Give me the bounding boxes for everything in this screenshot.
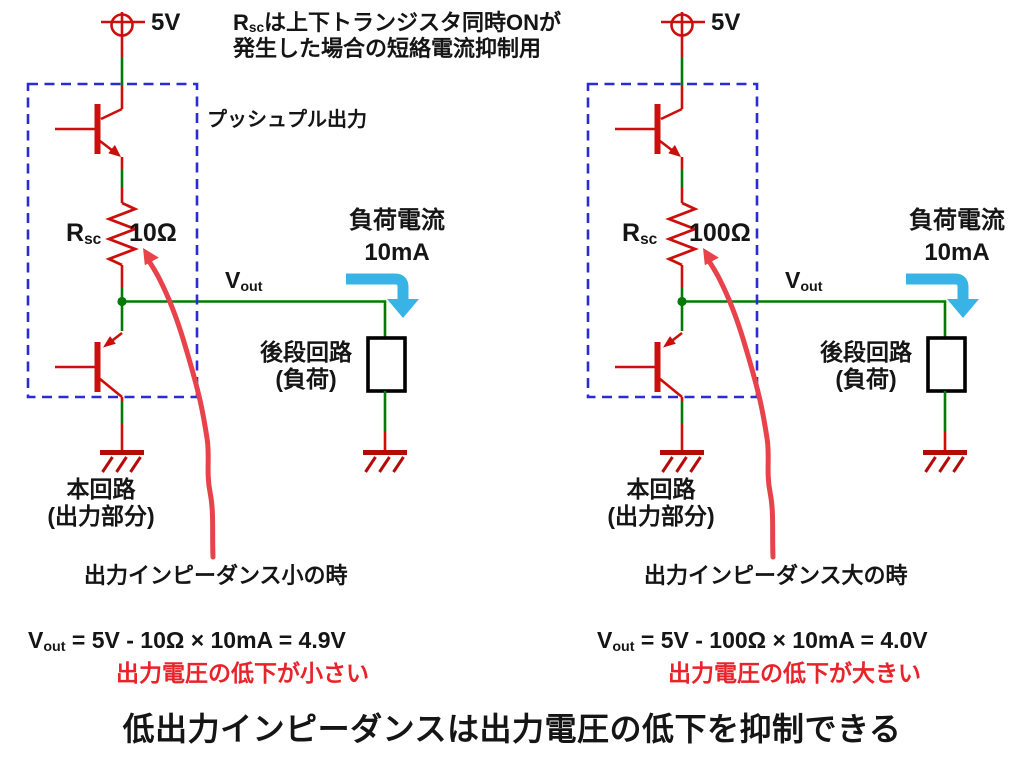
rsc-purpose-note-line2: 発生した場合の短絡電流抑制用 [233, 36, 542, 61]
rsc-label-left: Rsc [66, 219, 101, 248]
r-symbol-subscript: sc [640, 230, 658, 248]
load-box-title: 後段回路 [820, 339, 912, 365]
this-circuit-label-left: 本回路 (出力部分) [36, 476, 166, 530]
load-current-value: 10mA [924, 238, 990, 266]
rsc-note-text: は上下トランジスタ同時ONが [264, 10, 562, 35]
this-circuit-subtitle: (出力部分) [47, 502, 155, 529]
pushpull-output-label: プッシュプル出力 [207, 109, 367, 131]
v-symbol-subscript: out [800, 278, 823, 295]
v-symbol-subscript: out [43, 638, 66, 655]
rsc-value-right: 100Ω [689, 219, 751, 247]
v-symbol-subscript: out [240, 278, 263, 295]
supply-voltage-label-left: 5V [151, 9, 181, 36]
load-box-subtitle: (負荷) [275, 365, 337, 392]
vout-label-right: Vout [785, 267, 823, 295]
load-box-subtitle: (負荷) [835, 365, 897, 392]
v-symbol: V [225, 267, 241, 293]
this-circuit-title: 本回路 [626, 476, 696, 502]
supply-voltage-label-right: 5V [711, 9, 741, 36]
this-circuit-label-right: 本回路 (出力部分) [596, 476, 726, 530]
voltage-drop-caption-left: 出力電圧の低下が小さい [116, 660, 369, 686]
load-box-label-left: 後段回路 (負荷) [250, 339, 362, 393]
vout-formula-left: Vout = 5V - 10Ω × 10mA = 4.9V [28, 627, 346, 655]
load-box-title: 後段回路 [260, 339, 352, 365]
rsc-label-right: Rsc [622, 219, 657, 248]
load-current-title: 負荷電流 [909, 207, 1005, 234]
r-symbol-subscript: sc [84, 230, 102, 248]
impedance-note-left: 出力インピーダンス小の時 [84, 563, 348, 588]
rsc-value-left: 10Ω [129, 219, 177, 247]
load-current-label-right: 負荷電流 10mA [892, 205, 1022, 269]
load-current-value: 10mA [364, 238, 430, 266]
v-symbol: V [597, 627, 613, 653]
vout-formula-right: Vout = 5V - 100Ω × 10mA = 4.0V [597, 627, 928, 655]
conclusion-title: 低出力インピーダンスは出力電圧の低下を抑制できる [122, 711, 902, 747]
load-current-title: 負荷電流 [349, 207, 445, 234]
rsc-purpose-note-line1: Rscは上下トランジスタ同時ONが [233, 10, 561, 35]
this-circuit-subtitle: (出力部分) [607, 502, 715, 529]
rsc-symbol: R [233, 10, 249, 35]
v-symbol: V [785, 267, 801, 293]
load-current-label-left: 負荷電流 10mA [332, 205, 462, 269]
v-symbol: V [28, 627, 44, 653]
impedance-note-right: 出力インピーダンス大の時 [644, 563, 908, 588]
vout-label-left: Vout [225, 267, 263, 295]
rsc-symbol-subscript: sc [248, 20, 265, 36]
formula-expression: = 5V - 100Ω × 10mA = 4.0V [634, 627, 928, 653]
load-box-label-right: 後段回路 (負荷) [810, 339, 922, 393]
this-circuit-title: 本回路 [66, 476, 136, 502]
voltage-drop-caption-right: 出力電圧の低下が大きい [668, 660, 921, 686]
r-symbol: R [622, 219, 641, 247]
r-symbol: R [66, 219, 85, 247]
formula-expression: = 5V - 10Ω × 10mA = 4.9V [65, 627, 346, 653]
v-symbol-subscript: out [612, 638, 635, 655]
